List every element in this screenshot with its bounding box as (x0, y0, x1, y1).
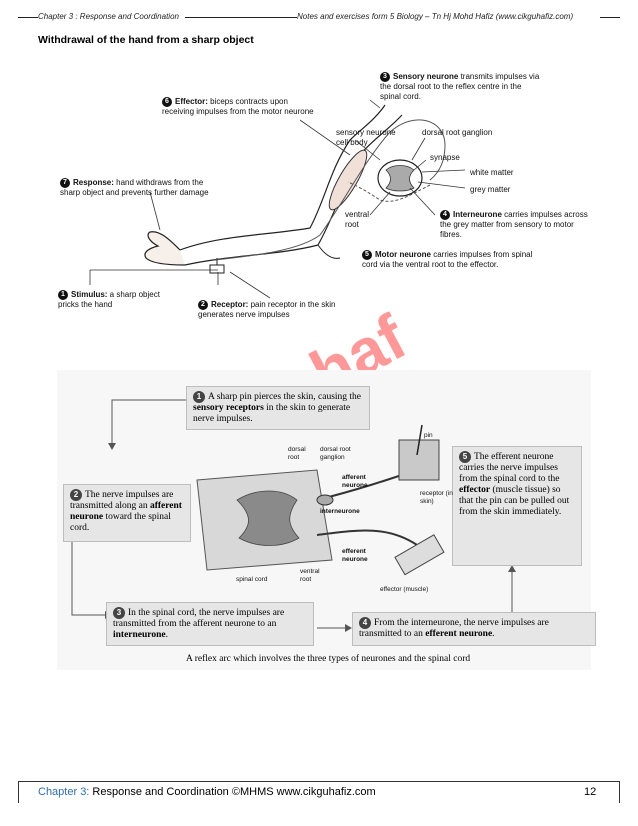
header-rule-left (18, 17, 38, 18)
figure2-caption: A reflex arc which involves the three ty… (186, 654, 471, 664)
label-head: Effector: (175, 97, 208, 107)
label-rest: pain receptor in the skin generates nerv… (198, 300, 336, 319)
footer-chapter: Chapter 3: (38, 786, 90, 798)
box-text: The efferent neurone carries the nerve i… (459, 452, 560, 485)
label-head: Receptor: (211, 300, 249, 310)
box-bold: effector (459, 485, 491, 496)
box-text: (muscle tissue) so that the pin can be p… (459, 485, 570, 518)
label-white-matter: white matter (470, 168, 514, 177)
label-afferent-neurone: afferent neurone (342, 474, 368, 489)
box-text: in the skin to generate nerve impulses. (193, 403, 351, 425)
box-number-1: 1 (193, 391, 205, 403)
box-text: toward the spinal cord. (70, 512, 171, 534)
label-dorsal-root: dorsal root (288, 446, 306, 461)
step-number-6: 6 (162, 97, 172, 107)
label-pin: pin (424, 432, 433, 439)
label-head: Interneurone (453, 210, 502, 220)
label-grey-matter: grey matter (470, 185, 511, 194)
box-text: In the spinal cord, the nerve impulses a… (113, 608, 285, 630)
label-rest: carries impulses across the grey matter … (440, 210, 588, 239)
label-rest: transmits impulses via the dorsal root t… (380, 72, 540, 101)
arrow-lines (71, 399, 513, 629)
box-number-2: 2 (70, 489, 82, 501)
label-rest: a sharp object pricks the hand (58, 290, 160, 309)
pin-shape (416, 424, 423, 456)
box-text: . (165, 630, 168, 641)
footer-frame (18, 781, 620, 803)
muscle-block (394, 534, 445, 576)
label-spinal-cord: spinal cord (236, 576, 268, 583)
box-bold: afferent neurone (70, 501, 182, 523)
figure1-illustration (89, 99, 466, 299)
figure2-illustration (71, 399, 516, 632)
page-number: 12 (584, 786, 597, 798)
label-head: Sensory neurone (393, 72, 459, 82)
footer-label: Chapter 3: Response and Coordination ©MH… (38, 786, 376, 798)
label-rest: hand withdraws from the sharp object and… (60, 178, 209, 197)
box-number-4: 4 (359, 617, 371, 629)
box-text: A sharp pin pierces the skin, causing th… (208, 392, 362, 403)
box-text: From the interneurone, the nerve impulse… (359, 618, 549, 640)
label-ventral-root-2: ventral root (300, 568, 320, 583)
label-synapse: synapse (430, 153, 460, 162)
motor-nerve (347, 181, 431, 202)
label-head: Stimulus: (71, 290, 108, 300)
grey-matter (385, 165, 415, 192)
label-efferent-neurone: efferent neurone (342, 548, 368, 563)
step-number-1: 1 (58, 290, 68, 300)
box-bold: efferent neurone (425, 629, 493, 640)
label-dorsal-root-ganglion-2: dorsal root ganglion (320, 446, 351, 461)
step-number-7: 7 (60, 178, 70, 188)
sensory-nerve (214, 119, 446, 261)
label-effector-muscle: effector (muscle) (380, 586, 429, 593)
label-rest: carries impulses from spinal cord via th… (362, 250, 533, 269)
box-bold: interneurone (113, 630, 166, 641)
header-right: Notes and exercises form 5 Biology – Tn … (297, 12, 574, 21)
box-bold: sensory receptors (193, 403, 264, 414)
label-head: Response: (73, 178, 114, 188)
label-receptor-skin: receptor (in skin) (420, 490, 453, 505)
arm-outline (179, 104, 386, 251)
label-rest: biceps contracts upon receiving impulses… (162, 97, 314, 116)
label-interneurone-2: interneurone (320, 508, 360, 515)
label-dorsal-root-ganglion: dorsal root ganglion (422, 128, 493, 137)
label-ventral-root: ventral root (345, 210, 370, 229)
efferent-neurone (316, 529, 418, 546)
box-number-5: 5 (459, 451, 471, 463)
spinal-grey-matter (236, 490, 300, 546)
sharp-object (209, 264, 225, 274)
header-rule-mid (185, 17, 297, 18)
step-number-5: 5 (362, 250, 372, 260)
ganglion (316, 494, 334, 506)
step-number-4: 4 (440, 210, 450, 220)
header-left: Chapter 3 : Response and Coordination (38, 12, 179, 21)
label-sensory-cell-body: sensory neurone cell body (336, 128, 396, 147)
footer-text: Response and Coordination ©MHMS www.cikg… (89, 786, 376, 798)
step-number-2: 2 (198, 300, 208, 310)
box-text: . (492, 629, 495, 640)
hand-shape (144, 231, 186, 266)
header-rule-right (600, 17, 620, 18)
biceps-muscle (328, 149, 368, 211)
page-title: Withdrawal of the hand from a sharp obje… (38, 34, 254, 46)
pointer-lines (89, 99, 466, 299)
box-text: The nerve impulses are transmitted along… (70, 490, 174, 512)
box-number-3: 3 (113, 607, 125, 619)
step-number-3: 3 (380, 72, 390, 82)
label-head: Motor neurone (375, 250, 431, 260)
